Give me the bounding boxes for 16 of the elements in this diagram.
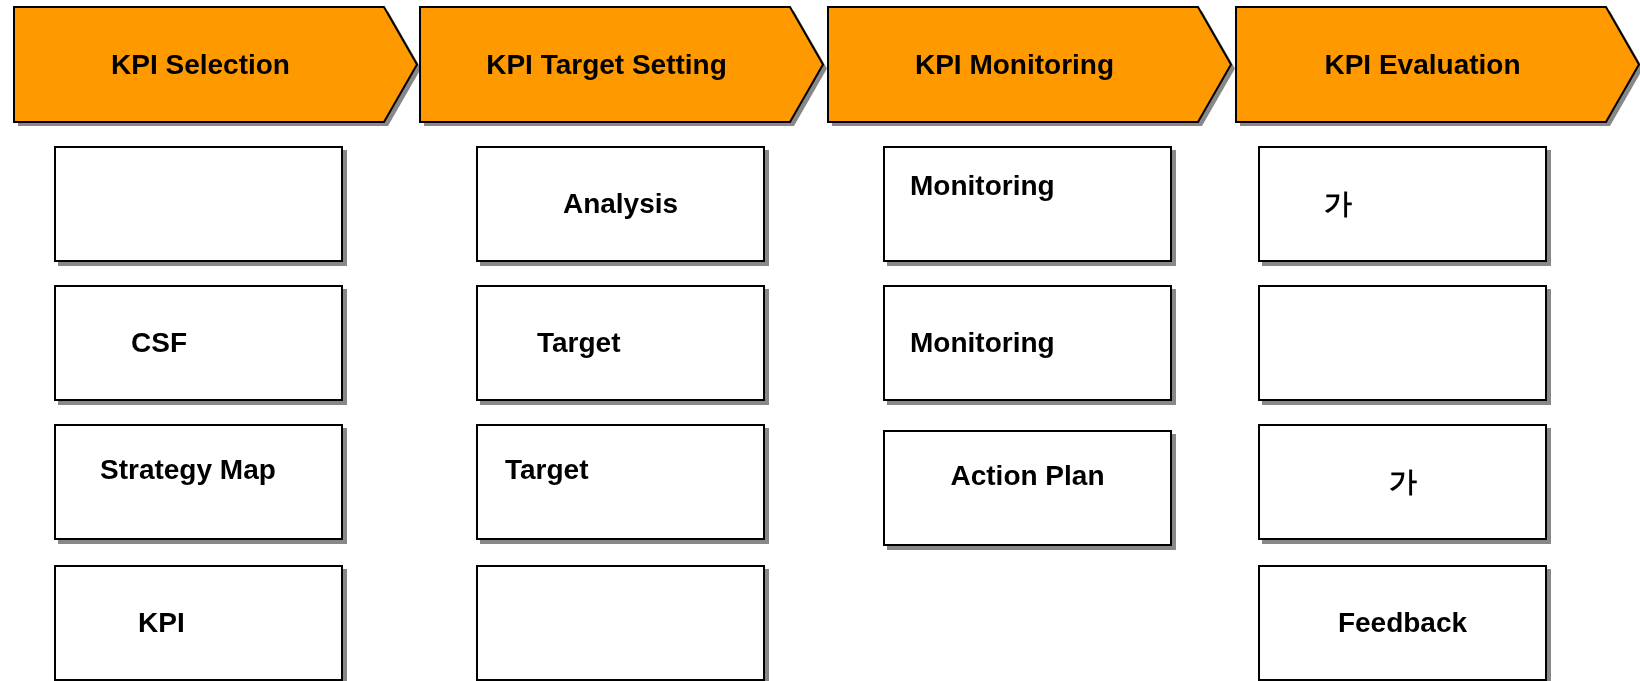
- box-label: Analysis: [561, 188, 680, 220]
- stage-title: KPI Monitoring: [913, 48, 1116, 81]
- box-label: CSF: [131, 327, 187, 359]
- box-label: Strategy Map: [100, 454, 276, 486]
- box-label: KPI: [138, 607, 185, 639]
- box-label: Monitoring: [910, 327, 1055, 359]
- box-label: Action Plan: [949, 460, 1106, 492]
- box-label: Target: [505, 454, 589, 486]
- box-label: Monitoring: [910, 170, 1055, 202]
- box-label: 가: [1387, 465, 1418, 499]
- stage-title: KPI Target Setting: [485, 48, 728, 81]
- box-label: Target: [537, 327, 621, 359]
- box-label: 가: [1324, 187, 1352, 221]
- stage-title: KPI Evaluation: [1323, 48, 1522, 81]
- stage-title: KPI Selection: [110, 48, 291, 81]
- box-label: Feedback: [1336, 607, 1469, 639]
